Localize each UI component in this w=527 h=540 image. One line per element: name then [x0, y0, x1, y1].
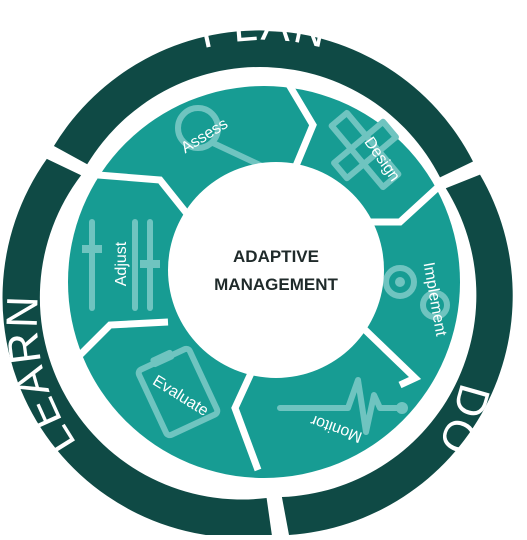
step-label-adjust: Adjust	[113, 241, 130, 286]
center-title-line1: ADAPTIVE	[233, 247, 319, 266]
separator-adjust-assess	[97, 171, 191, 218]
sliders-icon	[82, 219, 160, 311]
blueprint-icon	[328, 109, 402, 191]
phase-label-plan: PLAN	[195, 1, 333, 58]
separator-implement-monitor	[357, 322, 422, 389]
magnifier-icon	[175, 105, 265, 169]
center-circle	[168, 162, 384, 378]
center-title-line2: MANAGEMENT	[214, 275, 338, 294]
gears-icon	[383, 265, 450, 320]
separator-evaluate-adjust	[77, 318, 169, 358]
clipboard-icon	[135, 345, 221, 439]
ring-arc-learn	[2, 158, 272, 538]
ring-arc-do	[281, 174, 513, 535]
outer-ring	[2, 30, 513, 538]
heartbeat-icon	[277, 377, 408, 435]
ring-arc-plan	[53, 30, 474, 178]
